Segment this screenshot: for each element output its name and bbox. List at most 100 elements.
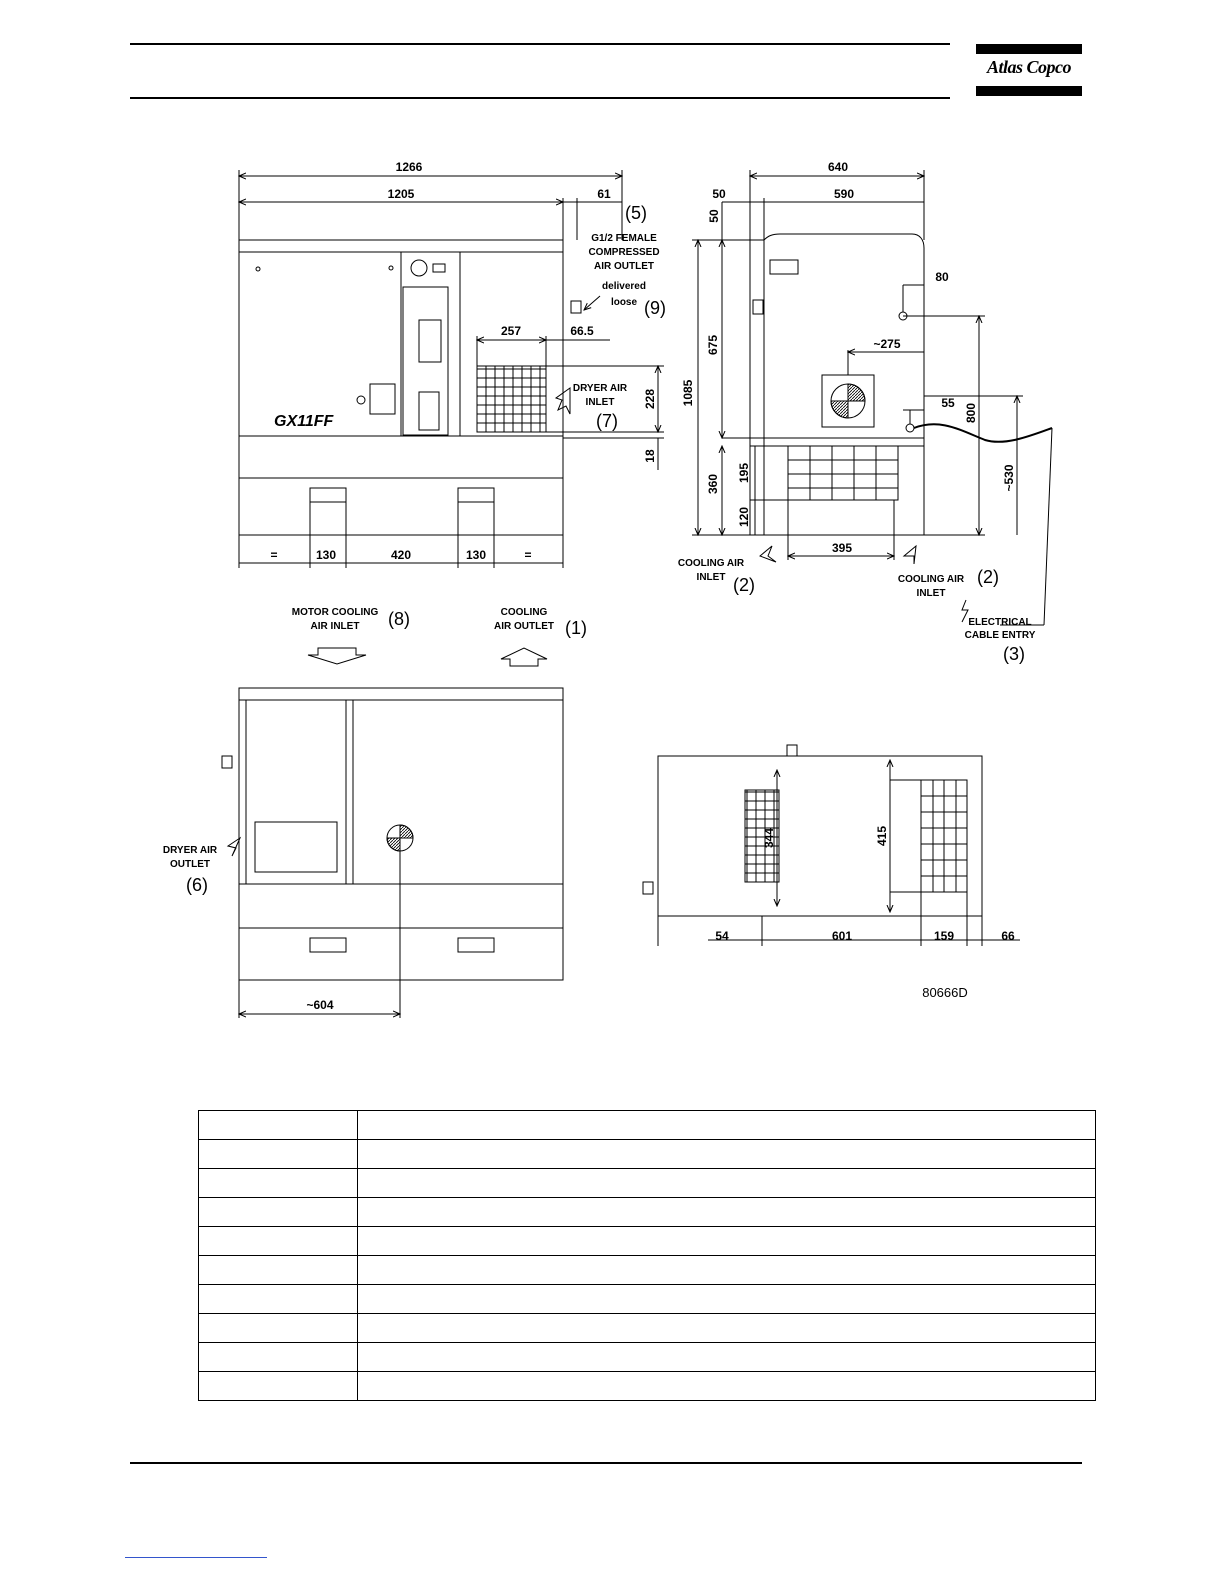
label-cooling-inlet-left-2: INLET bbox=[697, 572, 726, 583]
label-cooling-inlet-right-1: COOLING AIR bbox=[898, 574, 965, 585]
table-row bbox=[198, 1168, 1096, 1198]
label-dryer-inlet-2: INLET bbox=[586, 397, 615, 408]
table-cell bbox=[198, 1168, 358, 1198]
dim-604: ~604 bbox=[306, 998, 333, 1012]
dim-55: 55 bbox=[941, 396, 955, 410]
dim-66: 66 bbox=[1001, 929, 1015, 943]
table-cell bbox=[198, 1226, 358, 1256]
logo-text: Atlas Copco bbox=[986, 57, 1072, 77]
label-loose-2: loose bbox=[611, 297, 638, 308]
table-row bbox=[198, 1342, 1096, 1372]
table-cell bbox=[357, 1342, 1096, 1372]
dim-50-side: 50 bbox=[707, 209, 721, 223]
table-cell bbox=[198, 1371, 358, 1401]
dim-80: 80 bbox=[935, 270, 949, 284]
dim-66-5: 66.5 bbox=[570, 324, 594, 338]
dim-130-a: 130 bbox=[316, 548, 336, 562]
dim-1085: 1085 bbox=[681, 379, 695, 406]
table-cell bbox=[357, 1284, 1096, 1314]
dim-1266: 1266 bbox=[396, 160, 423, 174]
table-cell bbox=[357, 1110, 1096, 1140]
table-cell bbox=[198, 1313, 358, 1343]
model-badge: GX11FF bbox=[274, 413, 335, 430]
top-view bbox=[642, 744, 1020, 946]
ref-9: (9) bbox=[644, 298, 666, 318]
ref-2-right: (2) bbox=[977, 567, 999, 587]
label-cooling-outlet-2: AIR OUTLET bbox=[494, 621, 554, 632]
table-cell bbox=[357, 1226, 1096, 1256]
dim-195: 195 bbox=[737, 463, 751, 483]
label-outlet-3: AIR OUTLET bbox=[594, 261, 654, 272]
label-cooling-outlet-1: COOLING bbox=[501, 607, 548, 618]
ref-5: (5) bbox=[625, 203, 647, 223]
dim-344: 344 bbox=[762, 828, 776, 848]
table-cell bbox=[357, 1255, 1096, 1285]
table-cell bbox=[198, 1110, 358, 1140]
dim-eq-left: = bbox=[270, 548, 277, 562]
dim-275: ~275 bbox=[873, 337, 900, 351]
dim-159: 159 bbox=[934, 929, 954, 943]
table-cell bbox=[357, 1168, 1096, 1198]
table-cell bbox=[198, 1342, 358, 1372]
parts-table bbox=[198, 1110, 1096, 1401]
dim-420: 420 bbox=[391, 548, 411, 562]
table-cell bbox=[357, 1139, 1096, 1169]
ref-3: (3) bbox=[1003, 644, 1025, 664]
dim-415: 415 bbox=[875, 826, 889, 846]
label-loose-1: delivered bbox=[602, 281, 646, 292]
label-dryer-outlet-2: OUTLET bbox=[170, 859, 210, 870]
ref-8: (8) bbox=[388, 609, 410, 629]
label-dryer-inlet-1: DRYER AIR bbox=[573, 383, 628, 394]
dim-eq-right: = bbox=[524, 548, 531, 562]
dim-601: 601 bbox=[832, 929, 852, 943]
dim-800: 800 bbox=[964, 403, 978, 423]
dim-50-top: 50 bbox=[712, 187, 726, 201]
table-row bbox=[198, 1226, 1096, 1256]
label-cable-1: ELECTRICAL bbox=[968, 617, 1031, 628]
label-cooling-inlet-right-2: INLET bbox=[917, 588, 946, 599]
atlas-copco-logo: Atlas Copco bbox=[976, 44, 1082, 96]
dim-530: ~530 bbox=[1002, 464, 1016, 491]
table-row bbox=[198, 1313, 1096, 1343]
dim-130-b: 130 bbox=[466, 548, 486, 562]
front-view bbox=[239, 170, 664, 667]
header-rule-bottom bbox=[130, 97, 950, 99]
table-cell bbox=[198, 1284, 358, 1314]
footer-link-underline bbox=[125, 1557, 267, 1558]
ref-6: (6) bbox=[186, 875, 208, 895]
dim-120: 120 bbox=[737, 507, 751, 527]
table-row bbox=[198, 1197, 1096, 1227]
dimension-drawing: 1266 1205 61 (5) G1/2 FEMALE COMPRESSED … bbox=[163, 160, 1053, 1018]
rear-view bbox=[221, 687, 564, 1018]
dim-228: 228 bbox=[643, 389, 657, 409]
table-cell bbox=[357, 1197, 1096, 1227]
label-dryer-outlet-1: DRYER AIR bbox=[163, 845, 218, 856]
dim-640: 640 bbox=[828, 160, 848, 174]
dim-395: 395 bbox=[832, 541, 852, 555]
label-motor-cooling-1: MOTOR COOLING bbox=[292, 607, 379, 618]
table-cell bbox=[357, 1313, 1096, 1343]
table-row bbox=[198, 1371, 1096, 1401]
label-outlet-1: G1/2 FEMALE bbox=[591, 233, 657, 244]
ref-7: (7) bbox=[596, 411, 618, 431]
label-motor-cooling-2: AIR INLET bbox=[311, 621, 360, 632]
dim-675: 675 bbox=[706, 335, 720, 355]
header-rule-top bbox=[130, 43, 950, 45]
label-cable-2: CABLE ENTRY bbox=[965, 630, 1036, 641]
table-cell bbox=[198, 1255, 358, 1285]
table-row bbox=[198, 1110, 1096, 1140]
table-cell bbox=[198, 1139, 358, 1169]
ref-1: (1) bbox=[565, 618, 587, 638]
label-outlet-2: COMPRESSED bbox=[588, 247, 659, 258]
drawing-number: 80666D bbox=[922, 985, 968, 1000]
dim-61: 61 bbox=[597, 187, 611, 201]
dim-1205: 1205 bbox=[388, 187, 415, 201]
label-cooling-inlet-left-1: COOLING AIR bbox=[678, 558, 745, 569]
table-cell bbox=[198, 1197, 358, 1227]
table-row bbox=[198, 1255, 1096, 1285]
table-cell bbox=[357, 1371, 1096, 1401]
table-row bbox=[198, 1139, 1096, 1169]
table-row bbox=[198, 1284, 1096, 1314]
dim-257: 257 bbox=[501, 324, 521, 338]
ref-2-left: (2) bbox=[733, 575, 755, 595]
